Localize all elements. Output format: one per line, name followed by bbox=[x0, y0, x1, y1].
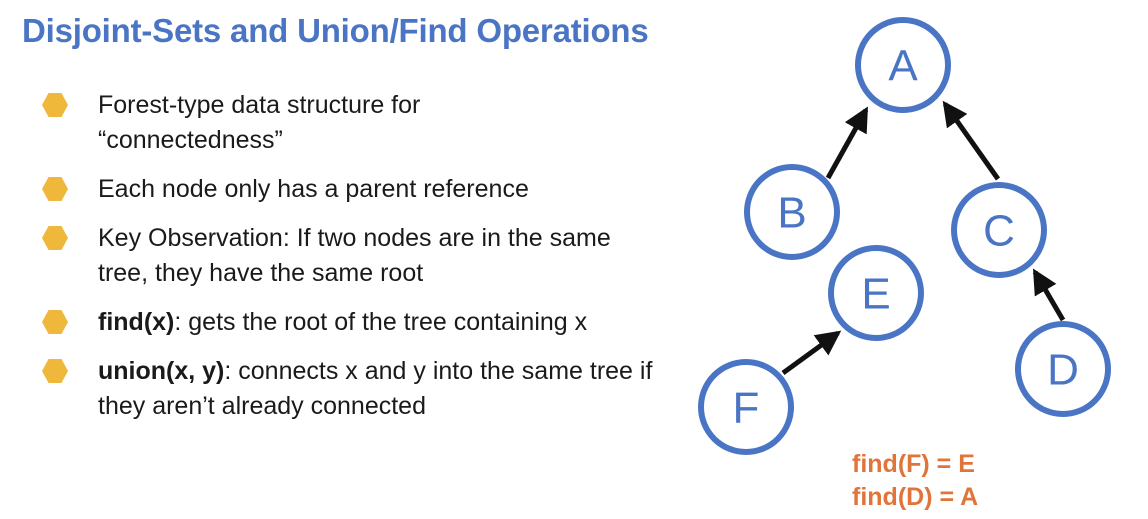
find-result-d: find(D) = A bbox=[852, 483, 979, 511]
bullet-text: Key Observation: If two nodes are in the… bbox=[98, 221, 658, 291]
bullet-text-body: Each node only has a parent reference bbox=[98, 175, 529, 203]
edge-c-to-a bbox=[942, 100, 1001, 181]
edge-d-to-c bbox=[1032, 268, 1066, 322]
node-label-a: A bbox=[888, 42, 918, 91]
node-b: B bbox=[744, 164, 840, 260]
bullet-text-body: : gets the root of the tree containing x bbox=[174, 308, 588, 336]
node-f: F bbox=[698, 359, 794, 455]
bullet-item: Forest-type data structure for “connecte… bbox=[40, 88, 700, 158]
bullet-bold-term: union(x, y) bbox=[98, 357, 225, 385]
node-label-d: D bbox=[1047, 346, 1079, 395]
node-label-b: B bbox=[777, 189, 806, 238]
bullet-item: Key Observation: If two nodes are in the… bbox=[40, 221, 658, 291]
bullet-bold-term: find(x) bbox=[98, 308, 175, 336]
bullet-item: find(x): gets the root of the tree conta… bbox=[40, 305, 700, 340]
edge-b-to-a bbox=[825, 106, 869, 180]
find-results: find(F) = E find(D) = A bbox=[852, 448, 978, 514]
page-title: Disjoint-Sets and Union/Find Operations bbox=[22, 12, 649, 49]
edge-f-to-e bbox=[781, 330, 842, 376]
node-a: A bbox=[855, 17, 951, 113]
bullet-text-body: Forest-type data structure for “connecte… bbox=[98, 91, 421, 154]
bullet-item: Each node only has a parent reference bbox=[40, 172, 700, 207]
node-e: E bbox=[828, 245, 924, 341]
find-result-f: find(F) = E bbox=[852, 450, 975, 478]
node-label-e: E bbox=[861, 270, 890, 319]
bullet-text-body: Key Observation: If two nodes are in the… bbox=[98, 224, 611, 287]
bullet-text: Each node only has a parent reference bbox=[98, 172, 700, 207]
node-d: D bbox=[1015, 321, 1111, 417]
bullet-text: find(x): gets the root of the tree conta… bbox=[98, 305, 700, 340]
node-c: C bbox=[951, 182, 1047, 278]
bullet-text: union(x, y): connects x and y into the s… bbox=[98, 354, 688, 424]
bullet-text-body: : connects x and y into the same tree if… bbox=[98, 357, 653, 420]
node-label-c: C bbox=[983, 207, 1015, 256]
bullet-item: union(x, y): connects x and y into the s… bbox=[40, 354, 688, 424]
bullet-text: Forest-type data structure for “connecte… bbox=[98, 88, 700, 158]
node-label-f: F bbox=[733, 384, 760, 433]
bullet-list: Forest-type data structure for “connecte… bbox=[40, 88, 700, 438]
